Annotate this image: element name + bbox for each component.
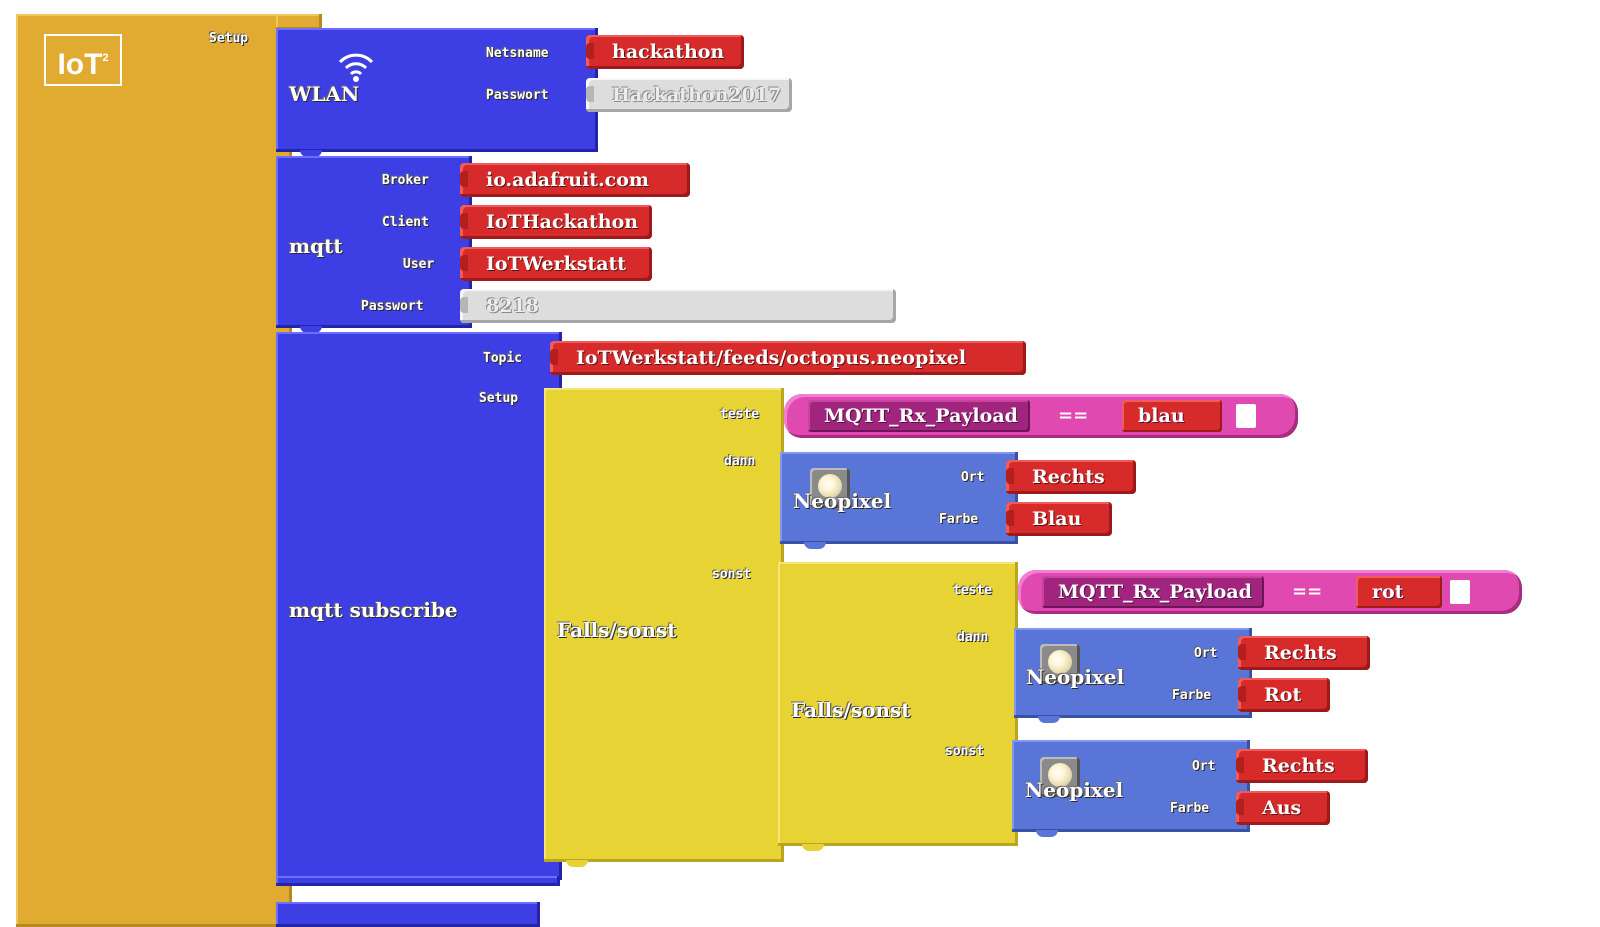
mqtt-subscribe-topic-label: Topic — [483, 351, 523, 366]
if-else-1-then-label: dann — [724, 454, 756, 469]
neopixel-3-ort-label: Ort — [1192, 759, 1216, 774]
compare-1-operator[interactable]: == — [1058, 405, 1089, 426]
compare-1-variable[interactable]: MQTT_Rx_Payload — [808, 400, 1030, 432]
neopixel-2-farbe-field[interactable]: Rot — [1238, 678, 1330, 712]
neopixel-2-bulb-icon — [1040, 644, 1080, 684]
neopixel-1-farbe-field[interactable]: Blau — [1006, 502, 1112, 536]
if-else-block-1-notch — [566, 860, 588, 867]
mqtt-broker-field[interactable]: io.adafruit.com — [460, 163, 690, 197]
neopixel-2-ort-field[interactable]: Rechts — [1238, 636, 1370, 670]
if-else-block-1[interactable] — [544, 388, 784, 862]
mqtt-client-label: Client — [382, 215, 429, 230]
mqtt-password-label: Passwort — [361, 299, 424, 314]
wlan-title: WLAN — [289, 82, 360, 106]
wifi-icon — [338, 53, 374, 82]
mqtt-user-label: User — [403, 257, 435, 272]
compare-block-1[interactable]: MQTT_Rx_Payload == blau — [784, 394, 1298, 438]
neopixel-1-farbe-label: Farbe — [939, 512, 979, 527]
setup-block[interactable] — [16, 14, 292, 927]
if-else-2-then-label: dann — [957, 630, 989, 645]
compare-2-endcap — [1450, 580, 1470, 604]
neopixel-3-title: Neopixel — [1025, 778, 1124, 802]
wlan-block-notch — [300, 150, 322, 157]
compare-2-operator[interactable]: == — [1292, 581, 1323, 602]
mqtt-password-field[interactable]: 8218 — [460, 289, 896, 323]
mqtt-subscribe-setup-label: Setup — [479, 391, 519, 406]
wlan-password-label: Passwort — [486, 88, 549, 103]
if-else-block-2[interactable] — [778, 562, 1018, 846]
iot-logo-superscript: 2 — [102, 52, 109, 64]
if-else-2-title: Falls/sonst — [791, 698, 911, 722]
neopixel-block-2-notch — [1038, 716, 1060, 723]
compare-1-value[interactable]: blau — [1122, 400, 1222, 432]
next-block-stub[interactable] — [276, 902, 540, 927]
neopixel-1-bulb-icon — [810, 468, 850, 508]
mqtt-client-field[interactable]: IoTHackathon — [460, 205, 652, 239]
if-else-2-test-label: teste — [953, 583, 993, 598]
wlan-ssid-label: Netsname — [486, 46, 549, 61]
neopixel-3-bulb-icon — [1040, 757, 1080, 797]
if-else-1-test-label: teste — [720, 407, 760, 422]
setup-block-arm — [276, 14, 322, 30]
mqtt-subscribe-block-lip — [276, 876, 560, 886]
if-else-block-2-notch — [802, 844, 824, 851]
mqtt-user-field[interactable]: IoTWerkstatt — [460, 247, 652, 281]
mqtt-broker-label: Broker — [382, 173, 429, 188]
neopixel-1-title: Neopixel — [793, 489, 892, 513]
compare-2-variable[interactable]: MQTT_Rx_Payload — [1042, 576, 1264, 608]
iot-logo: IoT2 — [44, 34, 122, 86]
setup-label: Setup — [209, 31, 249, 46]
mqtt-subscribe-block[interactable] — [276, 332, 562, 880]
mqtt-block[interactable] — [276, 156, 472, 328]
if-else-2-else-label: sonst — [945, 744, 985, 759]
mqtt-subscribe-topic-field[interactable]: IoTWerkstatt/feeds/octopus.neopixel — [550, 341, 1026, 375]
mqtt-block-notch — [300, 326, 322, 333]
neopixel-3-farbe-label: Farbe — [1170, 801, 1210, 816]
wlan-ssid-field[interactable]: hackathon — [586, 35, 744, 69]
neopixel-2-title: Neopixel — [1026, 665, 1125, 689]
neopixel-3-farbe-field[interactable]: Aus — [1236, 791, 1330, 825]
neopixel-1-ort-label: Ort — [961, 470, 985, 485]
mqtt-title: mqtt — [289, 234, 343, 258]
neopixel-block-1-notch — [804, 542, 826, 549]
compare-block-2[interactable]: MQTT_Rx_Payload == rot — [1018, 570, 1522, 614]
compare-1-endcap — [1236, 404, 1256, 428]
mqtt-subscribe-title: mqtt subscribe — [289, 598, 458, 622]
neopixel-2-farbe-label: Farbe — [1172, 688, 1212, 703]
neopixel-3-ort-field[interactable]: Rechts — [1236, 749, 1368, 783]
neopixel-2-ort-label: Ort — [1194, 646, 1218, 661]
if-else-1-title: Falls/sonst — [557, 618, 677, 642]
wlan-password-field[interactable]: Hackathon2017 — [586, 78, 792, 112]
compare-2-value[interactable]: rot — [1356, 576, 1442, 608]
neopixel-block-3-notch — [1036, 830, 1058, 837]
neopixel-1-ort-field[interactable]: Rechts — [1006, 460, 1136, 494]
iot-logo-text: IoT — [57, 48, 103, 81]
if-else-1-else-label: sonst — [712, 567, 752, 582]
wlan-block[interactable] — [276, 28, 598, 152]
